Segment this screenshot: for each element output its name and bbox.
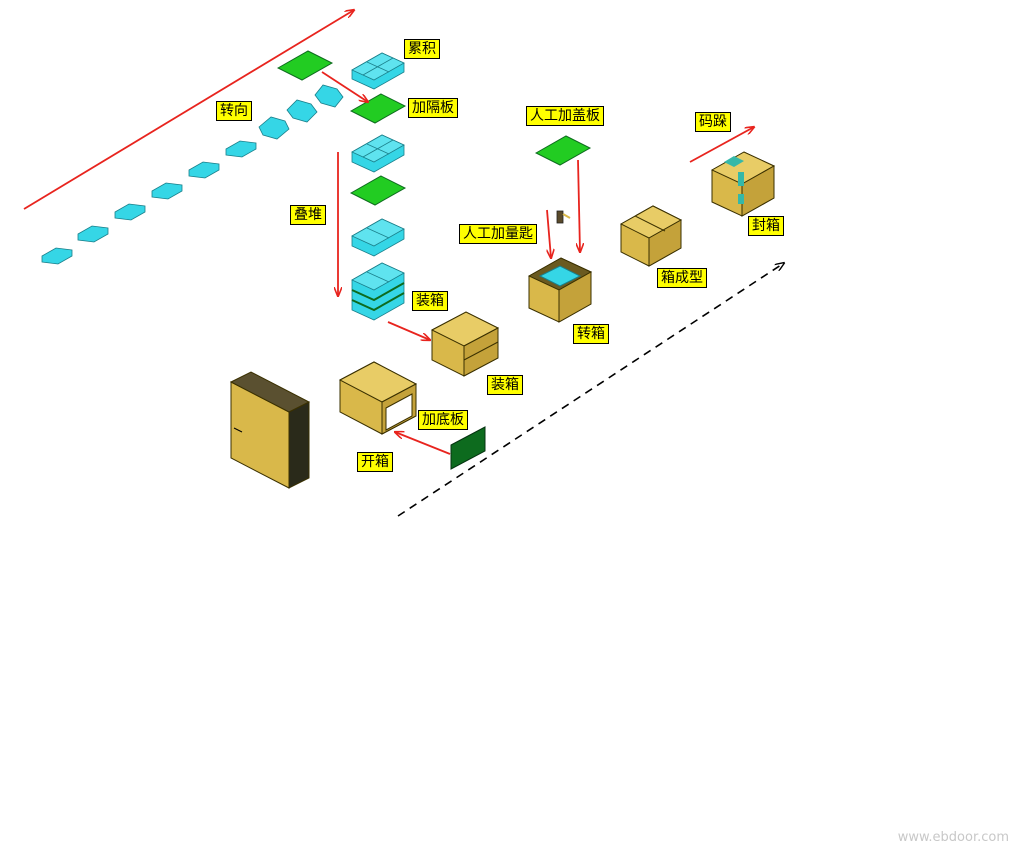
transfer-box: [527, 257, 593, 323]
label-palletize: 码跺: [695, 112, 731, 132]
spoon-arrow: [546, 209, 551, 258]
lid-board: [534, 135, 592, 166]
conveyor-products: [41, 84, 344, 265]
flat-carton-stack: [229, 371, 311, 489]
divider-board-top: [276, 50, 334, 81]
label-boxing-2: 装箱: [487, 375, 523, 395]
return-flow-dashed-arrow: [397, 263, 784, 517]
formed-box: [619, 205, 683, 267]
completed-stack: [351, 262, 405, 321]
boxing-arrow: [387, 321, 430, 340]
label-manual-add-spoon: 人工加量匙: [459, 224, 537, 244]
accumulated-products: [351, 52, 405, 90]
label-box-forming: 箱成型: [657, 268, 707, 288]
boxing-carton: [430, 311, 500, 377]
sealed-box: [710, 151, 776, 217]
label-accumulate: 累积: [404, 39, 440, 59]
label-turn: 转向: [216, 101, 252, 121]
open-box: [338, 361, 418, 435]
label-manual-add-lid: 人工加盖板: [526, 106, 604, 126]
label-boxing-1: 装箱: [412, 291, 448, 311]
label-add-bottom-board: 加底板: [418, 410, 468, 430]
bottom-board: [450, 426, 486, 470]
bottom-board-arrow: [395, 432, 451, 455]
conveyor-flow-arrow: [23, 10, 354, 210]
stack-divider-board: [349, 175, 407, 206]
label-transfer-box: 转箱: [573, 324, 609, 344]
stack-layer-2: [351, 218, 405, 257]
divider-board-placed: [349, 93, 407, 124]
label-seal-box: 封箱: [748, 216, 784, 236]
stack-layer-1: [351, 134, 405, 173]
palletize-arrow: [689, 127, 754, 163]
scoop: [556, 210, 571, 224]
label-stack: 叠堆: [290, 205, 326, 225]
watermark: www.ebdoor.com: [897, 830, 1009, 845]
label-open-box: 开箱: [357, 452, 393, 472]
label-add-divider: 加隔板: [408, 98, 458, 118]
divider-arrow: [321, 71, 368, 102]
lid-arrow: [578, 159, 580, 252]
